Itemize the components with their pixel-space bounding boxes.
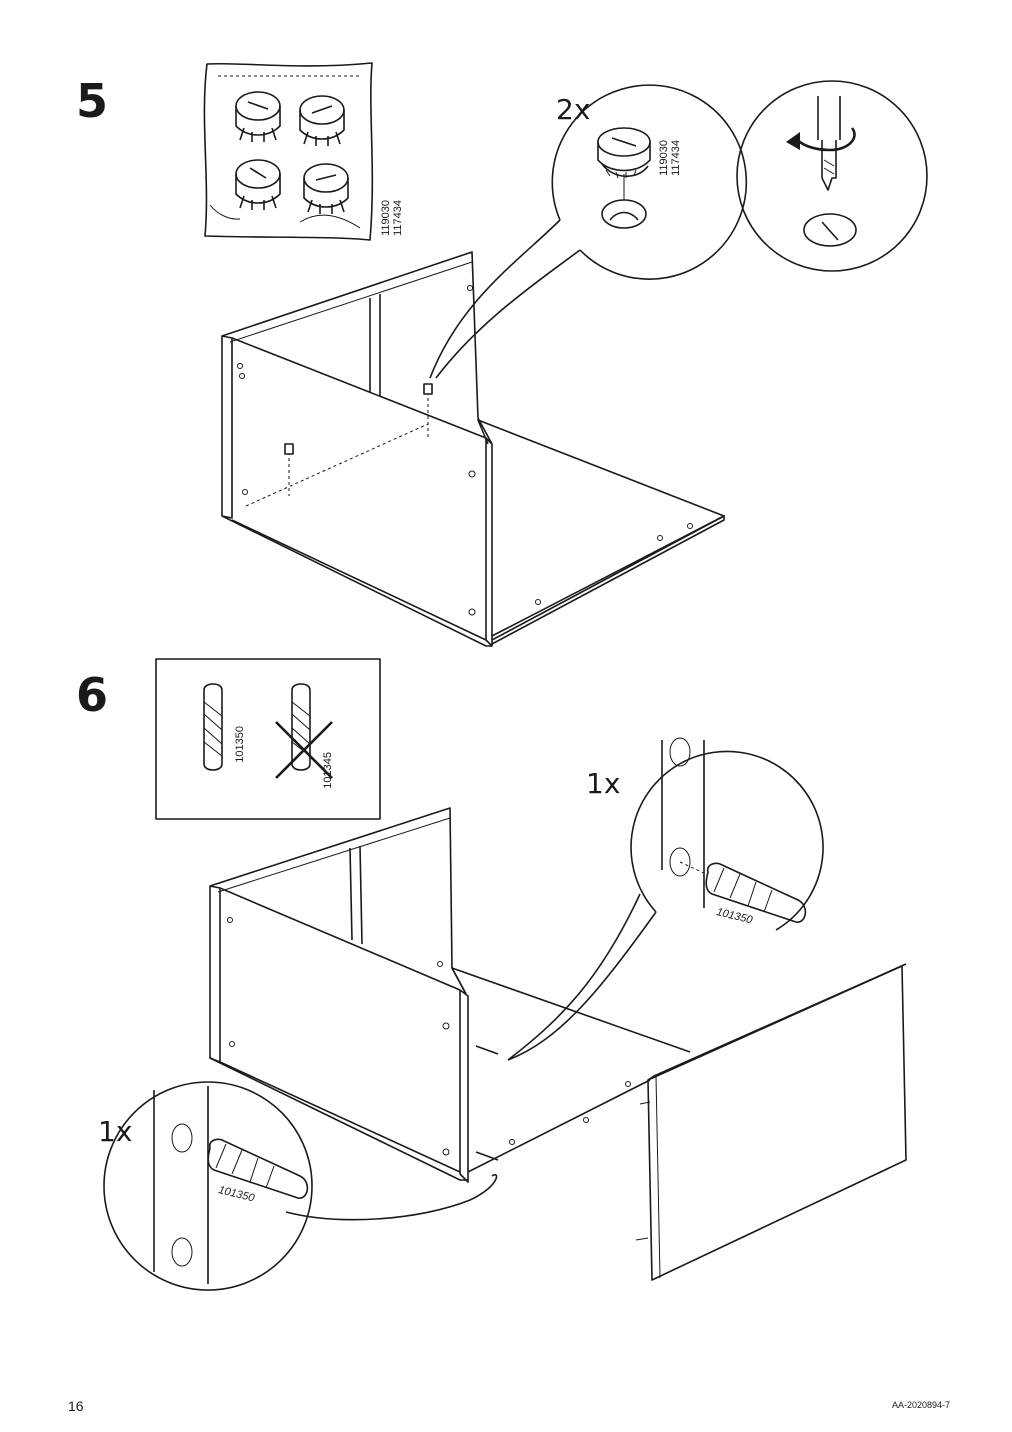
document-id: AA-2020894-7 <box>891 1400 950 1410</box>
bag-part-codes: 119030 117434 <box>380 200 404 236</box>
step5-cabinet <box>221 251 725 647</box>
dowel-selection-box <box>155 658 381 820</box>
dowel-detail-left-circle <box>103 1081 498 1291</box>
page-number: 16 <box>68 1398 84 1414</box>
dowel-detail-right-circle <box>507 737 824 1061</box>
dowel-icon <box>203 683 223 771</box>
step-6-number: 6 <box>76 668 109 722</box>
side-panel <box>635 963 907 1281</box>
cam-lock-quantity: 2x <box>556 93 591 126</box>
step6-cabinet <box>209 807 691 1183</box>
dowel-wrong-code: 101345 <box>322 752 334 789</box>
dowel-correct-code: 101350 <box>234 726 246 763</box>
cam-lock-part-codes: 119030 117434 <box>658 140 682 176</box>
cam-lock-bag-icon <box>203 62 374 241</box>
cam-lock-detail-circle <box>429 84 748 379</box>
step-5-number: 5 <box>76 74 109 128</box>
screwdriver-detail-circle <box>736 80 928 272</box>
rotate-arrow-icon <box>794 127 856 152</box>
screwdriver-icon <box>817 96 841 191</box>
dowel-left-quantity: 1x <box>98 1115 133 1148</box>
dowel-right-quantity: 1x <box>586 767 621 800</box>
wrong-dowel-cross-icon <box>275 721 333 779</box>
cam-lock-icon <box>235 91 349 214</box>
